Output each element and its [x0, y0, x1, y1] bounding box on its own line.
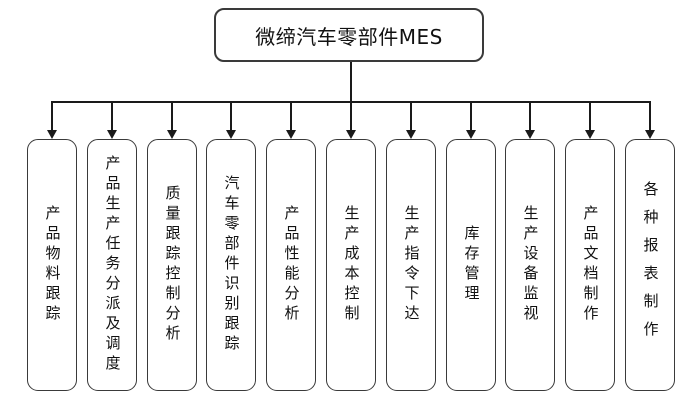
branch-box: 产品文档制作	[565, 139, 615, 391]
arrowhead-down-icon	[405, 130, 416, 139]
branch-box: 库存管理	[446, 139, 496, 391]
branch-label: 产品性能分析	[282, 205, 301, 325]
arrowhead-down-icon	[286, 130, 297, 139]
arrowhead-down-icon	[106, 130, 117, 139]
branch-box: 生产指令下达	[386, 139, 436, 391]
branch-label: 生产指令下达	[402, 205, 421, 325]
arrowhead-down-icon	[645, 130, 655, 139]
branch-label: 各种报表制作	[641, 181, 660, 349]
connector-drop-line	[51, 101, 53, 131]
arrowhead-down-icon	[47, 130, 57, 139]
branch-box: 汽车零部件识别跟踪	[206, 139, 256, 391]
branch-box: 生产设备监视	[505, 139, 555, 391]
arrowhead-down-icon	[465, 130, 476, 139]
branch-label: 质量跟踪控制分析	[163, 185, 182, 345]
root-node-label: 微缔汽车零部件MES	[255, 24, 443, 49]
branch-label: 库存管理	[462, 225, 481, 305]
branch-label: 产品文档制作	[581, 205, 600, 325]
branch-box: 质量跟踪控制分析	[147, 139, 197, 391]
branch-box: 产品生产任务分派及调度	[87, 139, 137, 391]
connector-drop-line	[110, 101, 113, 131]
branch-box: 生产成本控制	[326, 139, 376, 391]
branch-box: 各种报表制作	[625, 139, 675, 391]
branch-label: 产品物料跟踪	[43, 205, 62, 325]
connector-drop-line	[589, 101, 592, 131]
connector-drop-line	[469, 101, 472, 131]
branch-label: 产品生产任务分派及调度	[103, 155, 122, 375]
arrowhead-down-icon	[346, 130, 356, 139]
connector-drop-line	[529, 101, 532, 131]
branch-label: 生产成本控制	[342, 205, 361, 325]
arrowhead-down-icon	[585, 130, 596, 139]
root-node: 微缔汽车零部件MES	[214, 8, 484, 62]
connector-drop-line	[350, 101, 352, 131]
connector-drop-line	[290, 101, 293, 131]
connector-drop-line	[649, 101, 651, 131]
arrowhead-down-icon	[166, 130, 177, 139]
arrowhead-down-icon	[226, 130, 237, 139]
connector-drop-line	[409, 101, 412, 131]
connector-drop-line	[170, 101, 173, 131]
connector-stem-line	[350, 62, 352, 102]
arrowhead-down-icon	[525, 130, 536, 139]
branch-label: 汽车零部件识别跟踪	[222, 175, 241, 355]
branch-label: 生产设备监视	[521, 205, 540, 325]
connector-drop-line	[230, 101, 233, 131]
branch-box: 产品性能分析	[266, 139, 316, 391]
branch-box: 产品物料跟踪	[27, 139, 77, 391]
